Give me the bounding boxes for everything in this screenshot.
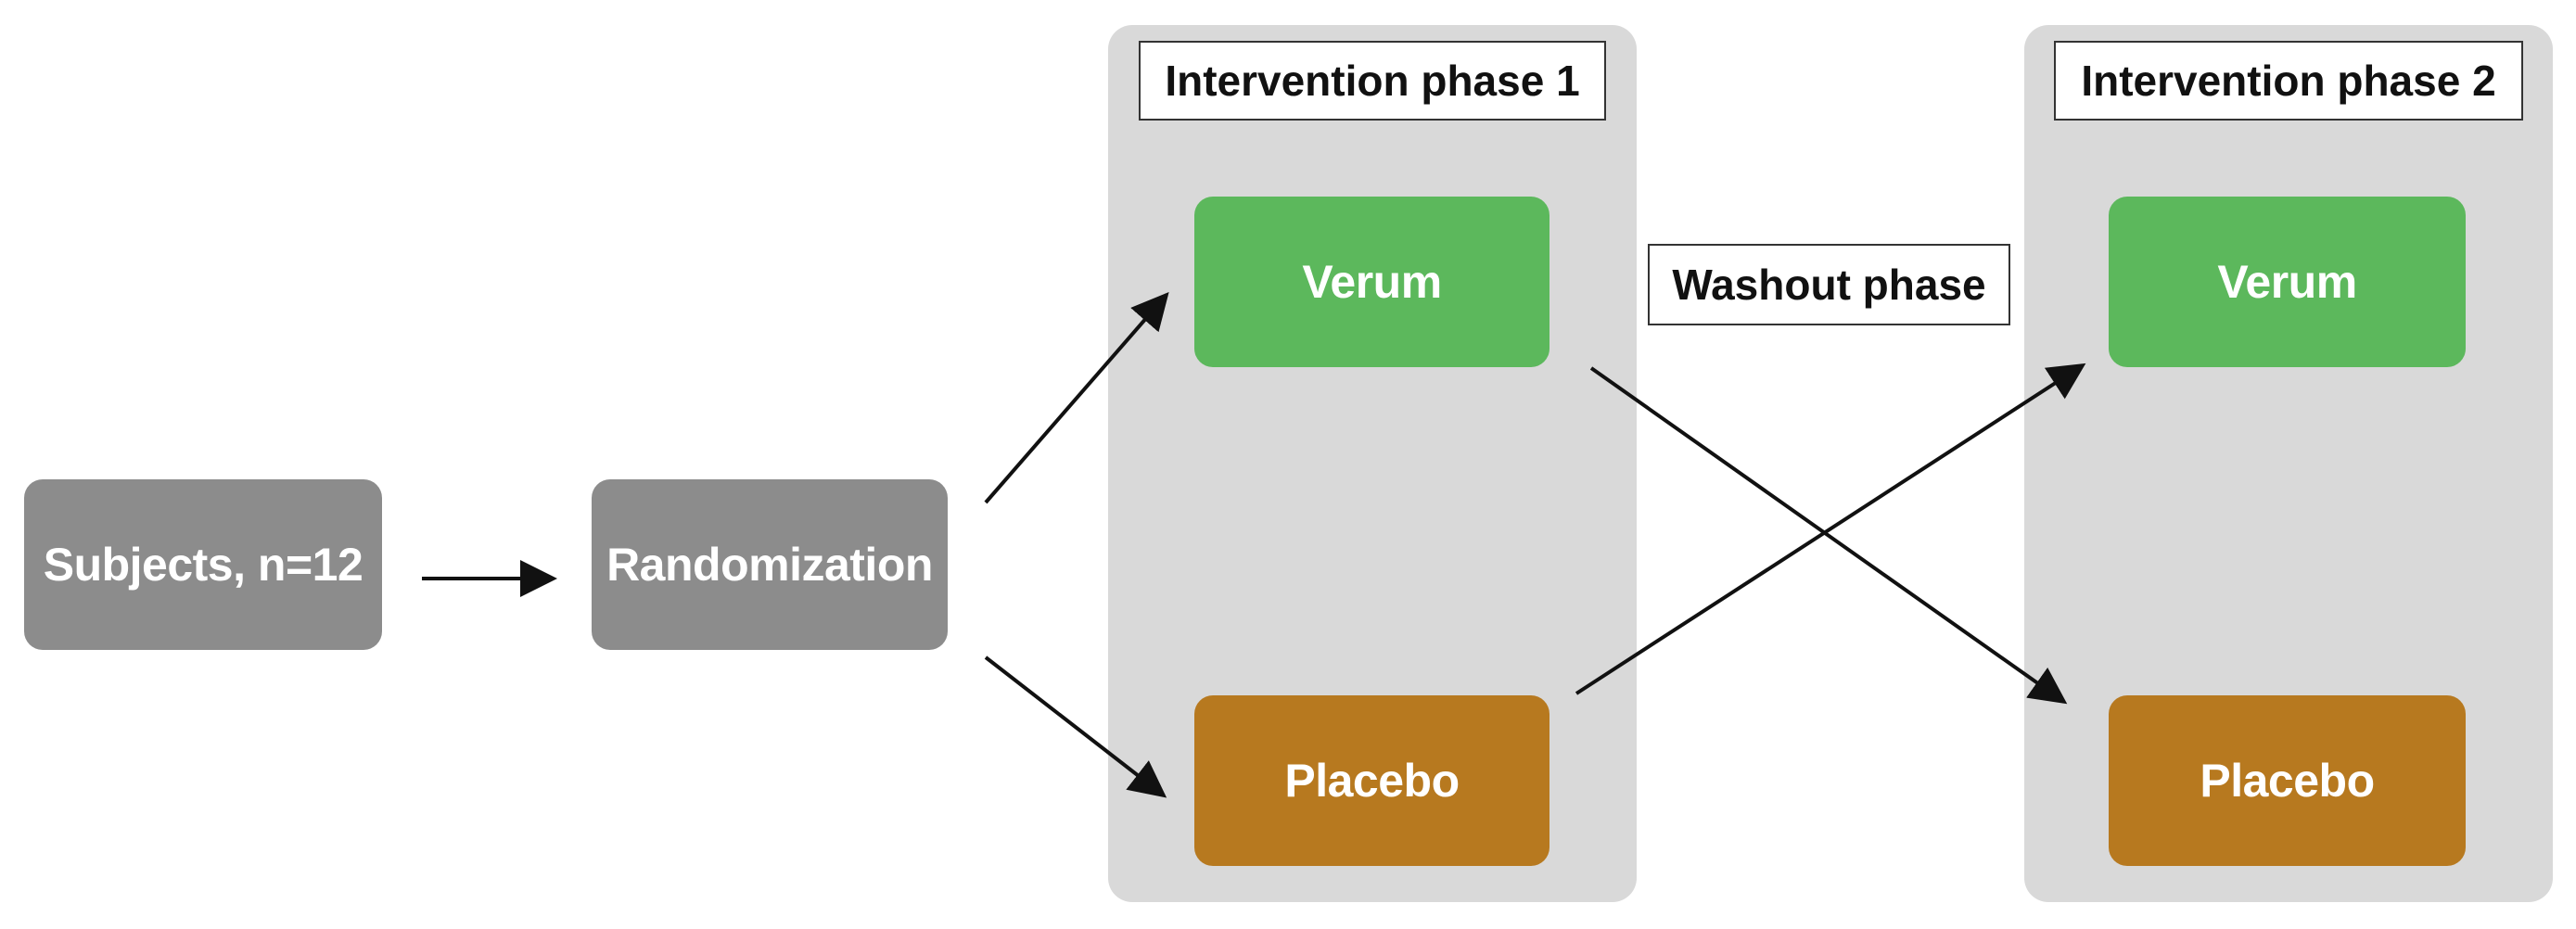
phase-1-title: Intervention phase 1 <box>1139 41 1606 121</box>
arrow-placebo-1-to-verum-2 <box>1575 363 2086 695</box>
placebo-phase-1-node: Placebo <box>1194 695 1549 866</box>
verum-phase-1-node: Verum <box>1194 197 1549 367</box>
verum-phase-2-node: Verum <box>2109 197 2466 367</box>
randomization-node: Randomization <box>592 479 948 650</box>
phase-2-title: Intervention phase 2 <box>2054 41 2523 121</box>
placebo-phase-2-node: Placebo <box>2109 695 2466 866</box>
washout-phase-label: Washout phase <box>1648 244 2010 325</box>
arrow-verum-1-to-placebo-2 <box>1589 366 2068 705</box>
subjects-node: Subjects, n=12 <box>24 479 382 650</box>
